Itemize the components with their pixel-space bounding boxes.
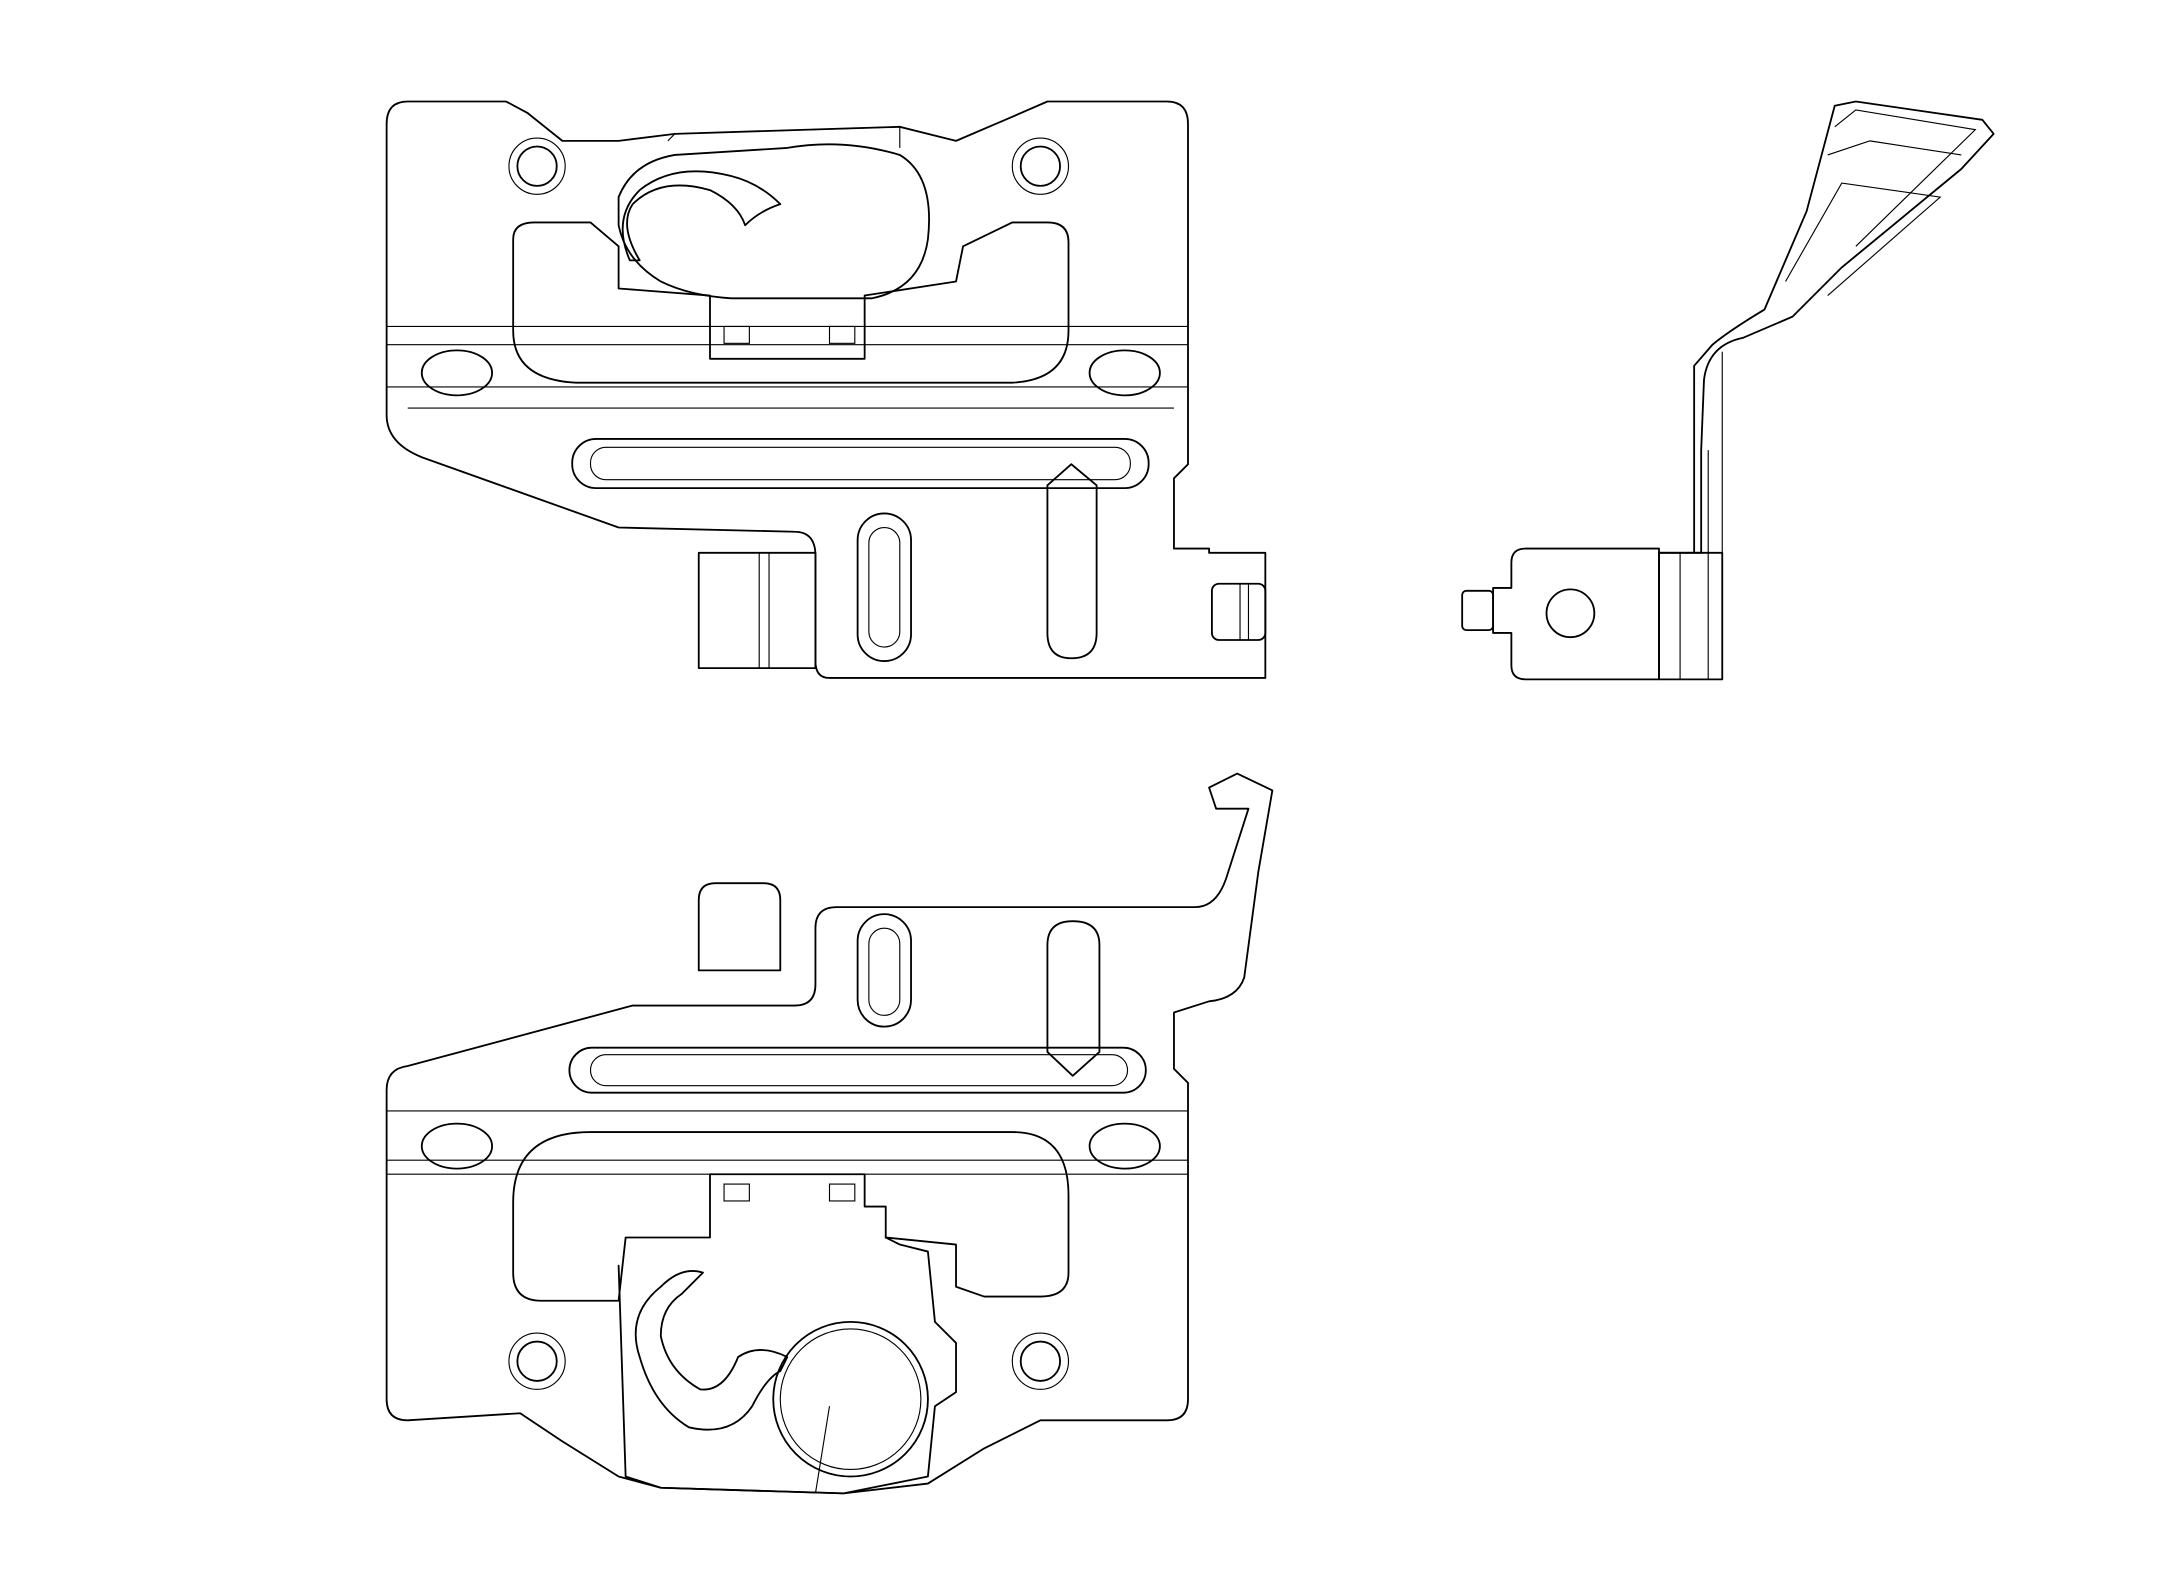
hole xyxy=(420,1122,493,1170)
hole xyxy=(420,349,493,397)
side-base-plate xyxy=(1492,547,1660,681)
rear-hook-slot xyxy=(634,1269,789,1431)
front-hook-slot xyxy=(621,170,782,262)
hole xyxy=(516,145,558,187)
rear-slot-2 xyxy=(1046,920,1101,1077)
rear-raised-pad xyxy=(512,1131,1070,1302)
side-hole xyxy=(1545,588,1596,639)
front-view xyxy=(385,100,1267,679)
front-slot-1 xyxy=(856,512,912,662)
front-cavity xyxy=(617,143,930,300)
side-vertical-flange xyxy=(1658,100,1995,554)
rear-body-outline xyxy=(385,772,1274,1495)
rear-long-slot xyxy=(568,1046,1147,1094)
rear-slot-1 xyxy=(856,913,912,1028)
side-view xyxy=(1461,100,1995,681)
hole xyxy=(516,1340,558,1382)
front-slot-2 xyxy=(1046,463,1098,660)
rear-cavity xyxy=(617,1236,957,1495)
hole xyxy=(1088,1122,1161,1170)
rear-bore xyxy=(772,1320,929,1478)
hole xyxy=(1019,145,1061,187)
front-tab xyxy=(697,551,817,670)
hole xyxy=(1019,1340,1061,1382)
front-small-tab xyxy=(1210,582,1267,641)
front-raised-pad xyxy=(512,221,1070,384)
front-long-slot xyxy=(571,438,1150,490)
rear-view xyxy=(385,772,1274,1495)
rear-tab xyxy=(697,882,782,972)
hole xyxy=(1088,349,1161,397)
